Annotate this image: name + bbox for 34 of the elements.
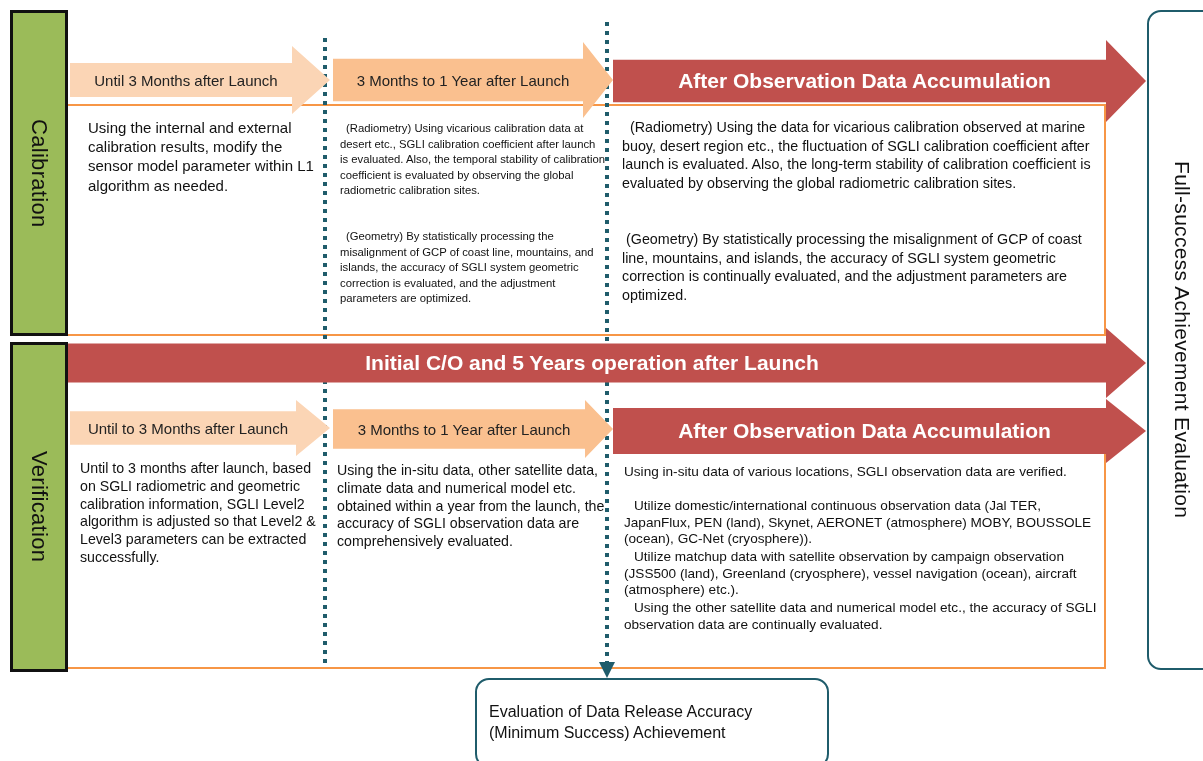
phase-label: Until 3 Months after Launch <box>93 71 279 89</box>
phase-label: 3 Months to 1 Year after Launch <box>355 71 571 89</box>
dotted-arrow <box>599 22 615 678</box>
phase-label: After Observation Data Accumulation <box>677 419 1052 443</box>
phase-banner <box>70 400 330 456</box>
phase-banner <box>333 400 613 458</box>
description-text: Using the internal and external calibration results, modify the sensor model parameter within L1 algorithm as needed. <box>88 118 315 195</box>
milestone-text: Evaluation of Data Release Accuracy (Minimum Success) Achievement <box>489 702 754 743</box>
phase-banner <box>613 40 1146 122</box>
phase-banner <box>68 328 1146 398</box>
description-text: Using the other satellite data and numerical model etc., the accuracy of SGLI observation data are continually evaluated. <box>624 600 1098 634</box>
description-text: Using in-situ data of various locations, SGLI observation data are verified. <box>624 464 1068 481</box>
phase-label: Until to 3 Months after Launch <box>86 419 290 437</box>
goal-box <box>1147 10 1203 670</box>
description-text: (Radiometry) Using vicarious calibration data at desert etc., SGLI calibration coefficient after launch is evaluated. Also, the temporal stability of calibration coefficient is evaluated by observing the global radiometric calibration sites. <box>340 121 605 199</box>
lane-header <box>10 342 68 672</box>
phase-banner <box>70 46 330 114</box>
description-text: (Geometry) By statistically processing the misalignment of GCP of coast line, mountains, and islands, the accuracy of SGLI system geometric correction is evaluated, and the adjustment parameters are optimized. <box>340 229 595 307</box>
lane-title: Calibration <box>26 118 52 228</box>
lane-header <box>10 10 68 336</box>
goal-title: Full-success Achievement Evaluation <box>1170 161 1194 519</box>
description-text: Using the in-situ data, other satellite data, climate data and numerical model etc. obtained within a year from the launch, the accuracy of SGLI observation data are comprehensively evaluated. <box>337 462 606 551</box>
phase-banner <box>333 42 613 118</box>
description-text: (Geometry) By statistically processing the misalignment of GCP of coast line, mountains, and islands, the accuracy of SGLI system geometric correction is continually evaluated, and the adjustment parameters are optimized. <box>622 230 1083 305</box>
phase-label: After Observation Data Accumulation <box>677 69 1052 93</box>
phase-banner <box>613 399 1146 463</box>
lane-title: Verification <box>26 451 52 563</box>
phase-label: Initial C/O and 5 Years operation after Launch <box>364 351 820 375</box>
description-text: (Radiometry) Using the data for vicarious calibration observed at marine buoy, desert region etc., the fluctuation of SGLI calibration coefficient after launch is evaluated. Also, the long-term stability of calibration coefficient is evaluated by observing the global radiometric calibration sites. <box>622 118 1092 193</box>
description-text: Utilize domestic/international continuous observation data (Jal TER, JapanFlux, PEN (land), Skynet, AERONET (atmosphere) MOBY, BOUSSOLE (ocean), GC-Net (cryosphere)). <box>624 498 1093 548</box>
description-text: Utilize matchup data with satellite observation by campaign observation (JSS500 (land), Greenland (cryosphere), vessel navigation (ocean), aircraft (atmosphere) etc.). <box>624 549 1078 599</box>
milestone-box <box>475 678 829 761</box>
phase-label: 3 Months to 1 Year after Launch <box>356 420 572 438</box>
description-text: Until to 3 months after launch, based on SGLI radiometric and geometric calibration information, SGLI Level2 algorithm is adjusted so that Level2 & Level3 parameters can be extracted successfully. <box>80 460 317 567</box>
